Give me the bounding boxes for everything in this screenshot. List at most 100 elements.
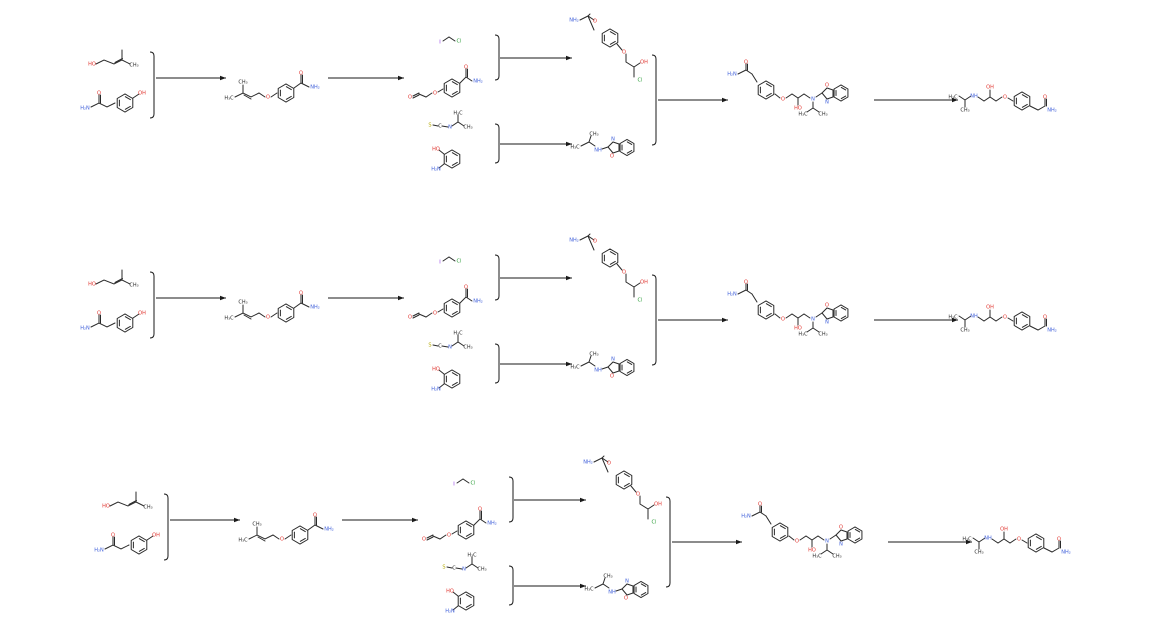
bracket xyxy=(149,271,155,339)
atom-label: C xyxy=(438,124,442,130)
atom-label: O xyxy=(758,502,762,508)
amide xyxy=(751,511,767,517)
aromatic-bond xyxy=(451,372,458,377)
propyl-chain xyxy=(625,53,635,78)
atom-label: H₂N xyxy=(431,167,441,173)
atom-label: H₃C xyxy=(584,587,594,593)
arrow-head xyxy=(566,141,572,147)
aromatic-bond xyxy=(765,83,772,88)
acetamide-chain xyxy=(459,76,473,84)
bond xyxy=(633,62,641,68)
atom-label: CH₃ xyxy=(960,328,969,334)
benzene-ring xyxy=(619,138,635,157)
bracket xyxy=(665,496,671,588)
bond xyxy=(774,93,781,99)
arrow-head xyxy=(966,539,972,545)
atom-label: N xyxy=(462,567,466,573)
bond xyxy=(438,149,445,155)
bond xyxy=(616,263,623,271)
atom-label: Cl xyxy=(471,481,476,487)
atom-label: CH₃ xyxy=(252,522,261,528)
chain xyxy=(432,534,447,540)
atom-label: HO xyxy=(88,282,96,288)
bracket xyxy=(508,565,514,606)
arrow-head xyxy=(234,517,240,523)
oxazole-ring xyxy=(621,583,634,596)
atom-label: NH₂ xyxy=(310,85,320,91)
aromatic-bond xyxy=(465,523,472,528)
atom-label: N xyxy=(811,317,815,323)
amide xyxy=(579,15,595,21)
bond xyxy=(812,327,820,333)
atom-label: N xyxy=(825,100,829,106)
atom-label: NH xyxy=(594,368,602,374)
aromatic-bond xyxy=(626,370,633,374)
atom-label: CH₃ xyxy=(603,574,612,580)
bond xyxy=(765,515,772,525)
bond xyxy=(438,369,445,375)
aromatic-bond xyxy=(765,312,772,317)
acetamide-chain xyxy=(459,296,473,304)
benzene-ring xyxy=(757,300,775,320)
benzene-ring xyxy=(443,149,461,169)
bond xyxy=(616,43,623,51)
prenyl-chain xyxy=(234,312,266,318)
atom-label: N xyxy=(448,125,452,131)
aromatic-bond xyxy=(451,381,458,386)
atom-label: C xyxy=(438,344,442,350)
atom-label: O xyxy=(280,537,284,543)
benzene-ring xyxy=(443,369,461,389)
atom-label: O xyxy=(624,596,628,602)
atom-label: NH₂ xyxy=(473,299,483,305)
atom-label: CH₃ xyxy=(974,550,983,556)
benzene-ring xyxy=(833,304,849,322)
aromatic-bond xyxy=(465,594,472,599)
benzene-ring xyxy=(633,580,649,599)
aromatic-bond xyxy=(609,40,616,45)
benzene-ring xyxy=(116,313,134,333)
isopropyl xyxy=(806,101,814,113)
atom-label: S xyxy=(428,343,431,349)
acetamide-chain xyxy=(293,302,310,309)
aromatic-bond xyxy=(626,141,633,145)
aromatic-bond xyxy=(451,310,458,315)
double-bond xyxy=(412,92,420,97)
atom-label: O xyxy=(111,533,115,539)
atom-label: CH₃ xyxy=(818,112,827,118)
atom-label: CH₃ xyxy=(589,352,598,358)
amide-chain xyxy=(90,102,116,108)
atom-label: HO xyxy=(432,147,440,153)
atom-label: O xyxy=(447,533,451,539)
atom-label: S xyxy=(428,123,431,129)
bracket xyxy=(508,476,514,523)
atom-label: H₃C xyxy=(798,332,808,338)
atom-label: CH₃ xyxy=(960,108,969,114)
aromatic-bond xyxy=(779,534,786,539)
alkene-chain xyxy=(95,269,123,285)
atom-label: CH₃ xyxy=(129,63,138,69)
benzene-ring xyxy=(847,526,863,544)
aromatic-bond xyxy=(124,325,131,330)
benzene-ring xyxy=(277,83,295,103)
atom-label: O xyxy=(795,539,799,545)
atom-label: O xyxy=(825,303,829,309)
atom-label: H₂N xyxy=(741,514,751,520)
arrow-head xyxy=(398,295,404,301)
bond xyxy=(964,95,972,101)
bond xyxy=(412,94,420,99)
atom-label: H₃C xyxy=(224,96,234,102)
atom-label: H₃C xyxy=(962,537,972,543)
atom-label: O xyxy=(478,507,482,513)
chain xyxy=(418,92,433,98)
atom-label: N xyxy=(811,97,815,103)
atom-label: N xyxy=(839,542,843,548)
oxazole-ring xyxy=(607,361,620,374)
atom-label: NH₂ xyxy=(487,521,497,527)
atom-label: H₃C xyxy=(948,315,958,321)
arrow-head xyxy=(952,317,958,323)
amide xyxy=(579,235,595,241)
aromatic-bond xyxy=(840,86,847,91)
atom-label: N xyxy=(448,345,452,351)
